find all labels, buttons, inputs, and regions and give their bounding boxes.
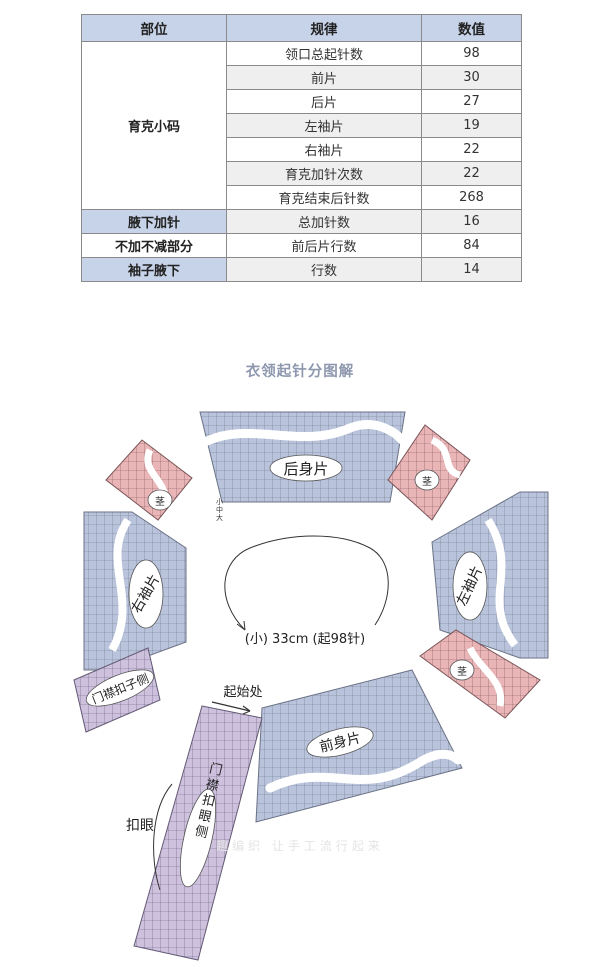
rule-cell: 前片 — [226, 65, 422, 90]
raglan-top-right-label: 茎 — [422, 476, 432, 488]
size-marks-left: 小 中 大 — [216, 497, 223, 522]
table-row: 右袖片 22 — [82, 137, 522, 162]
rule-cell: 领口总起针数 — [226, 41, 422, 66]
neck-opening: (小) 33cm (起98针) — [224, 535, 389, 647]
left-sleeve-piece: 左袖片 — [431, 491, 549, 659]
header-rule: 规律 — [226, 14, 422, 42]
value-cell: 19 — [421, 113, 522, 138]
rule-cell: 左袖片 — [226, 113, 422, 138]
value-cell: 22 — [421, 161, 522, 186]
neck-size-label: (小) 33cm (起98针) — [245, 632, 365, 647]
right-sleeve-piece: 右袖片 — [83, 511, 187, 671]
collar-cast-on-diagram: 趣织 后身片 小 中 大 茎 茎 右袖片 左袖片 — [73, 411, 549, 961]
rule-cell: 总加针数 — [226, 209, 422, 234]
raglan-top-left: 茎 — [105, 439, 193, 521]
table-row: 育克加针次数 22 — [82, 161, 522, 186]
buttonhole-label: 扣眼 — [126, 818, 154, 834]
size-mark-large: 大 — [216, 513, 223, 522]
value-cell: 27 — [421, 89, 522, 114]
value-cell: 98 — [421, 41, 522, 66]
button-band-piece: 门襟扣子侧 — [73, 647, 161, 733]
value-cell: 14 — [421, 257, 522, 282]
table-row: 育克结束后针数 268 — [82, 185, 522, 210]
table-row: 腋下加针 总加针数 16 — [81, 209, 522, 234]
value-cell: 268 — [421, 185, 522, 210]
size-mark-small: 小 — [216, 497, 223, 506]
category-underarm: 腋下加针 — [81, 209, 227, 234]
front-piece: 前身片 — [255, 669, 463, 823]
category-straight-part: 不加不减部分 — [81, 233, 227, 258]
table-row: 前片 30 — [82, 65, 522, 90]
value-cell: 30 — [421, 65, 522, 90]
rule-cell: 后片 — [226, 89, 422, 114]
table-row: 袖子腋下 行数 14 — [81, 257, 522, 282]
start-label: 起始处 — [223, 685, 262, 700]
rule-cell: 行数 — [226, 257, 422, 282]
watermark-tagline: 趣编织 让手工流行起来 — [216, 838, 384, 853]
category-sleeve-underarm: 袖子腋下 — [81, 257, 227, 282]
value-cell: 84 — [421, 233, 522, 258]
table-row: 左袖片 19 — [82, 113, 522, 138]
start-marker: 起始处 — [211, 685, 263, 715]
rule-cell: 前后片行数 — [226, 233, 422, 258]
value-cell: 16 — [421, 209, 522, 234]
table-row: 不加不减部分 前后片行数 84 — [81, 233, 522, 258]
table-header-row: 部位 规律 数值 — [81, 14, 522, 42]
size-mark-medium: 中 — [216, 505, 223, 514]
category-yoke-small: 育克小码 — [81, 41, 227, 210]
rule-cell: 育克加针次数 — [226, 161, 422, 186]
raglan-bottom-right-label: 茎 — [457, 666, 467, 678]
value-cell: 22 — [421, 137, 522, 162]
rule-cell: 育克结束后针数 — [226, 185, 422, 210]
rule-cell: 右袖片 — [226, 137, 422, 162]
raglan-top-right: 茎 — [387, 424, 471, 521]
raglan-top-left-label: 茎 — [155, 496, 165, 508]
back-piece-label: 后身片 — [283, 460, 328, 478]
raglan-bottom-right: 茎 — [419, 629, 541, 719]
header-part: 部位 — [81, 14, 227, 42]
diagram-title: 衣领起针分图解 — [245, 364, 355, 380]
table-row: 育克小码 领口总起针数 98 — [81, 41, 522, 210]
buttonhole-marker: 扣眼 — [126, 783, 173, 891]
parameter-table: 部位 规律 数值 育克小码 领口总起针数 98 前片 30 后片 27 左袖片 … — [81, 14, 522, 282]
back-piece: 后身片 — [199, 411, 407, 503]
buttonhole-band-piece: 门襟扣眼侧 — [133, 705, 263, 961]
header-value: 数值 — [421, 14, 522, 42]
